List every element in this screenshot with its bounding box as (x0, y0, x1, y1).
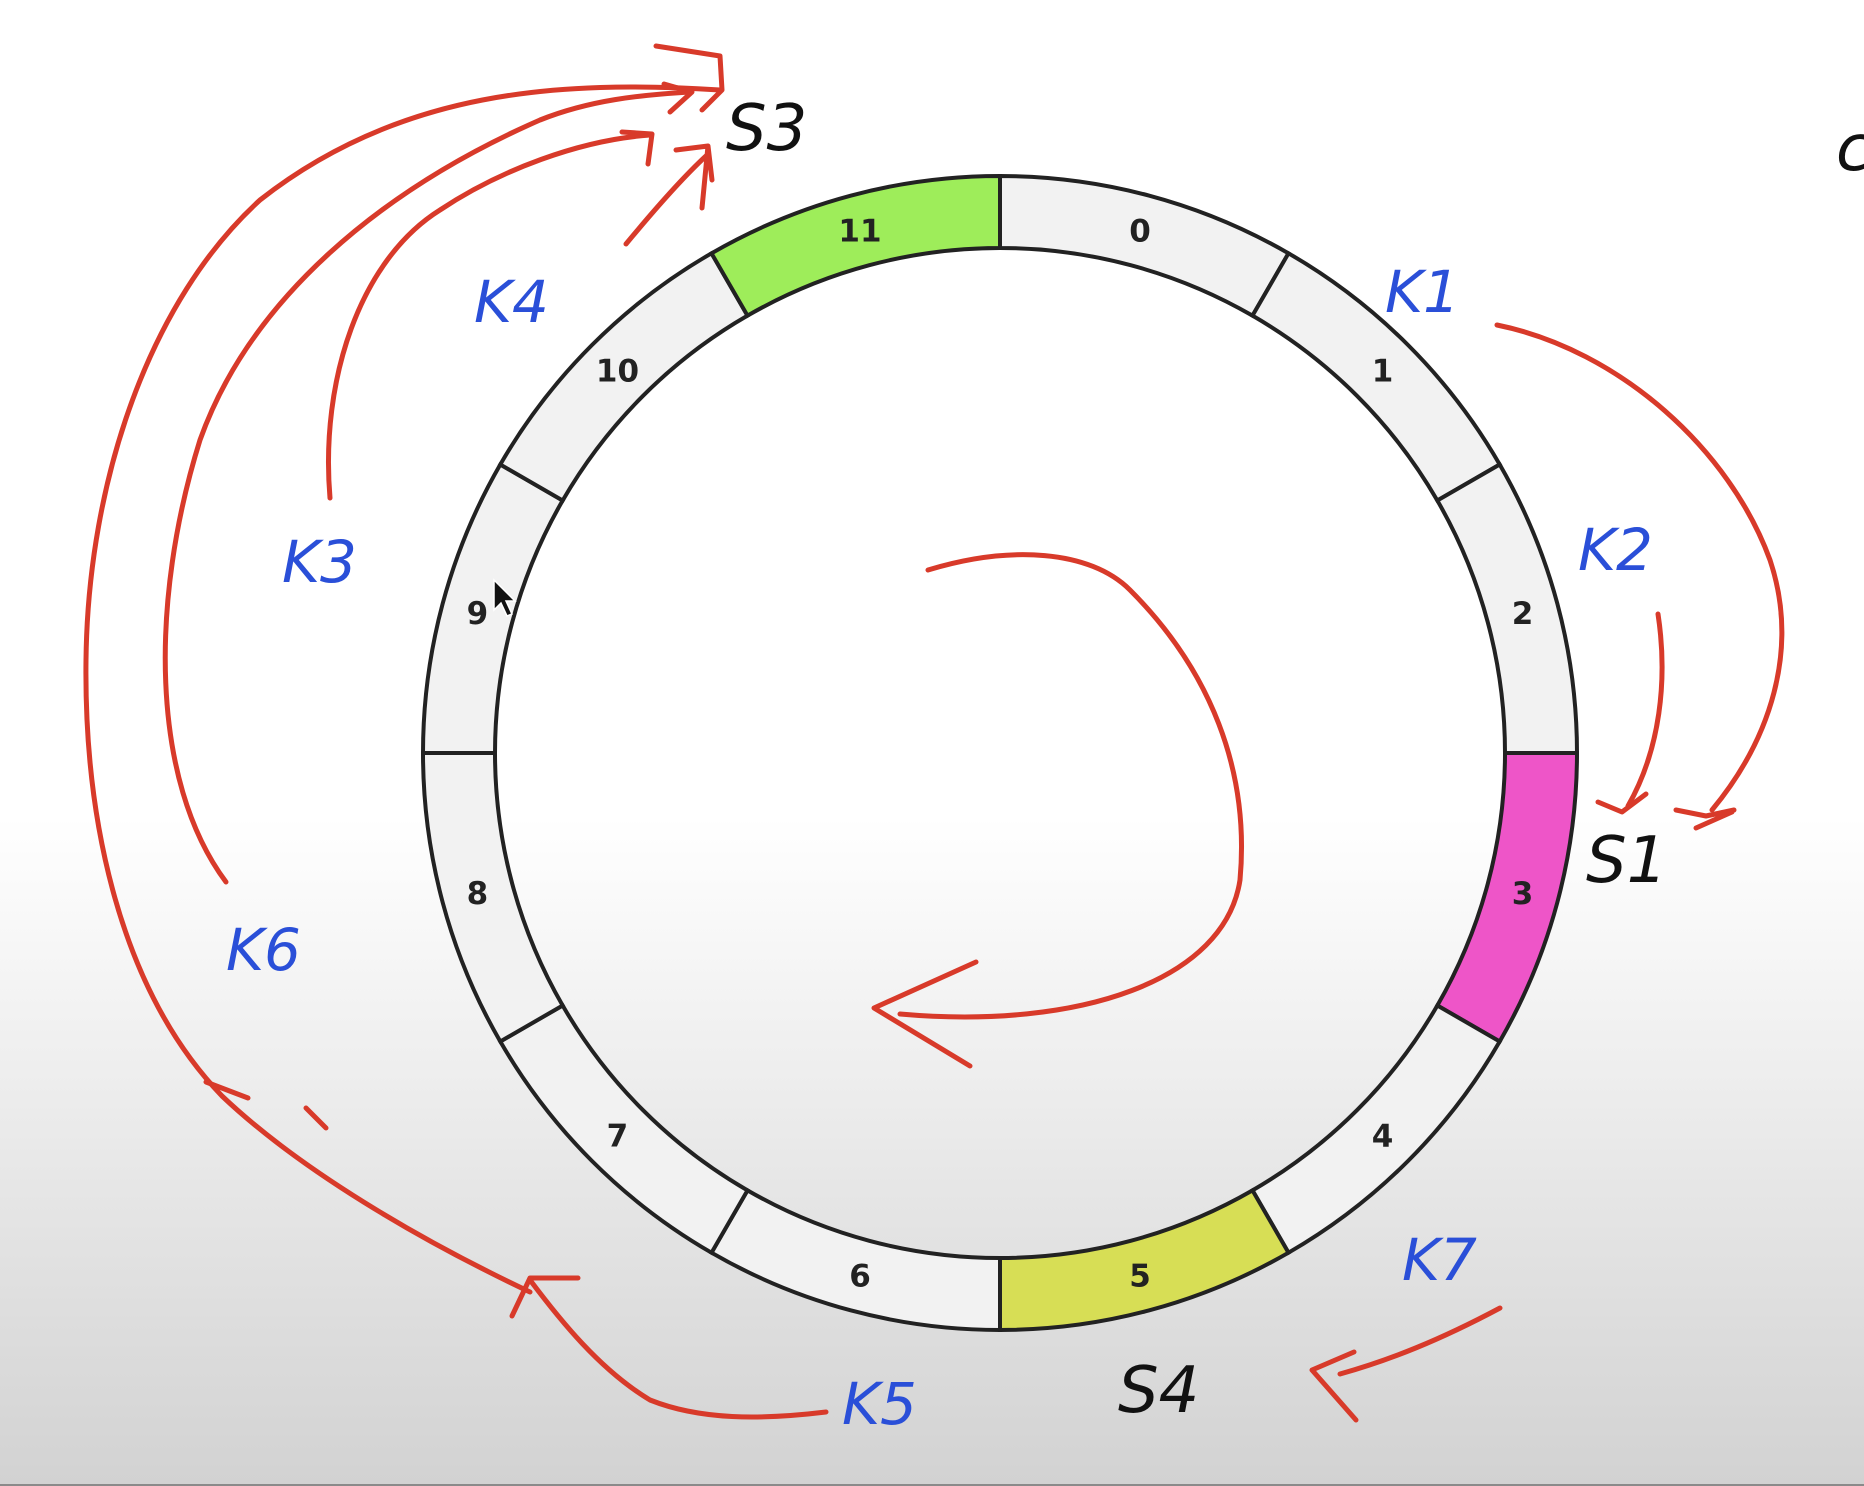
k5-to-s3-arrow (83, 84, 723, 1295)
k5-arrow-head (653, 43, 725, 113)
rotation-arrow-head (871, 959, 979, 1069)
ring-segment-2 (1434, 461, 1580, 755)
k5-loop-arrow (527, 1277, 829, 1420)
k7-to-s4-arrow (1337, 1305, 1503, 1377)
ring-segment-label-2: 2 (1512, 596, 1534, 632)
ring-segment-8 (420, 751, 566, 1045)
hand-labels: K1 K2 K3 K4 K5 K6 K7 S3 S1 S4 c (226, 92, 1864, 1438)
key-label-k1: K1 (1385, 258, 1460, 326)
ring-segment-label-9: 9 (467, 596, 489, 632)
hash-ring: 0 1 2 3 4 5 6 7 8 9 10 11 (420, 173, 1580, 1333)
ring-segment-3 (1434, 751, 1580, 1045)
k4-arrow-head (673, 143, 715, 211)
k7-arrow-head (1309, 1349, 1359, 1423)
ring-segment-label-8: 8 (467, 876, 489, 912)
k2-to-s1-arrow (1625, 611, 1665, 809)
k1-to-s1-arrow (1494, 322, 1785, 813)
key-label-k7: K7 (1402, 1226, 1477, 1294)
ring-segment-label-7: 7 (607, 1119, 629, 1155)
k3-arrow-head (619, 129, 655, 167)
k5-tick-mark (203, 1079, 329, 1131)
key-label-k5: K5 (842, 1370, 917, 1438)
server-label-s1: S1 (1586, 824, 1667, 898)
rotation-arrow (897, 552, 1245, 1020)
server-label-s3: S3 (726, 92, 807, 166)
k1-arrow-head (1673, 807, 1737, 831)
k5-loop-arrow-head (509, 1275, 581, 1319)
key-label-k3: K3 (282, 528, 357, 596)
ring-segment-9 (420, 461, 566, 755)
ring-segment-label-3: 3 (1512, 876, 1534, 912)
edge-glyph: c (1836, 112, 1864, 186)
ring-segment-label-1: 1 (1372, 353, 1394, 389)
ring-segment-11 (708, 173, 1002, 319)
ring-segment-label-4: 4 (1372, 1119, 1394, 1155)
key-label-k2: K2 (1578, 516, 1653, 584)
ring-segment-label-0: 0 (1129, 213, 1151, 249)
ring-segment-label-6: 6 (849, 1259, 871, 1295)
mouse-cursor-icon (493, 578, 517, 617)
arrow-annotations (83, 43, 1785, 1423)
k4-to-s3-arrow (623, 153, 709, 247)
ring-segment-label-10: 10 (596, 353, 639, 389)
k2-arrow-head (1595, 791, 1649, 815)
key-label-k6: K6 (226, 916, 301, 984)
ring-segment-label-11: 11 (838, 213, 881, 249)
key-label-k4: K4 (474, 268, 549, 336)
ring-segment-label-5: 5 (1129, 1259, 1151, 1295)
k3-to-s3-arrow (325, 132, 653, 501)
bottom-edge-bar (0, 1484, 1864, 1486)
k6-to-s3-arrow (162, 89, 693, 885)
server-label-s4: S4 (1118, 1354, 1199, 1428)
